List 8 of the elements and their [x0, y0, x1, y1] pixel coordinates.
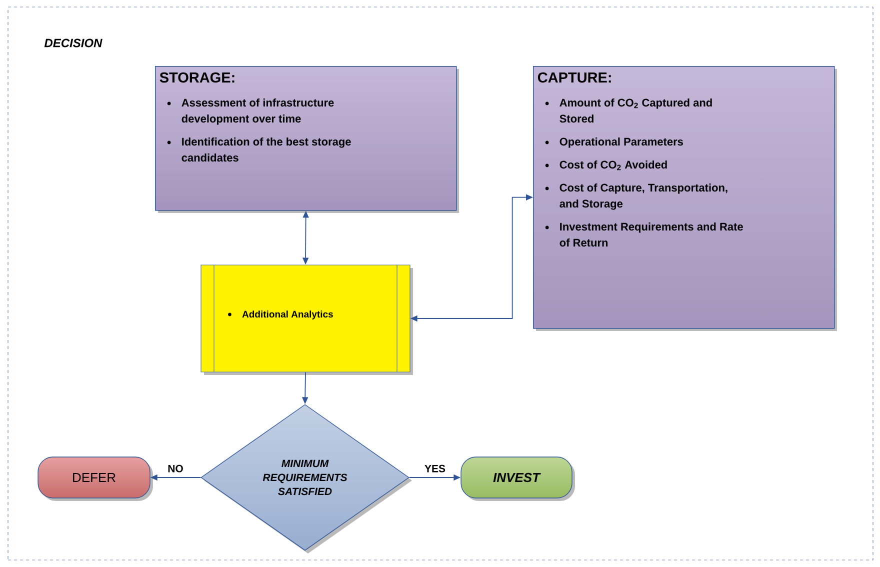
terminal-box: DEFER	[38, 456, 153, 501]
process-box: Additional Analytics	[200, 264, 413, 375]
text-box: STORAGE: Assessment of infrastructure development over time Identification of the best storage candidates	[155, 66, 459, 213]
edge-label: YES	[424, 464, 447, 474]
frame-heading: DECISION	[44, 38, 102, 48]
edge-label: NO	[166, 464, 184, 474]
text-box: CAPTURE: Amount of CO$_{2}$ Captured and Stored Operational Parameters Cost of CO$_{2}$ Avoided Cost of Capture, Transportation, and Storage Investment Requirements and Rate of Return	[533, 66, 837, 331]
terminal-box: INVEST	[460, 456, 575, 501]
